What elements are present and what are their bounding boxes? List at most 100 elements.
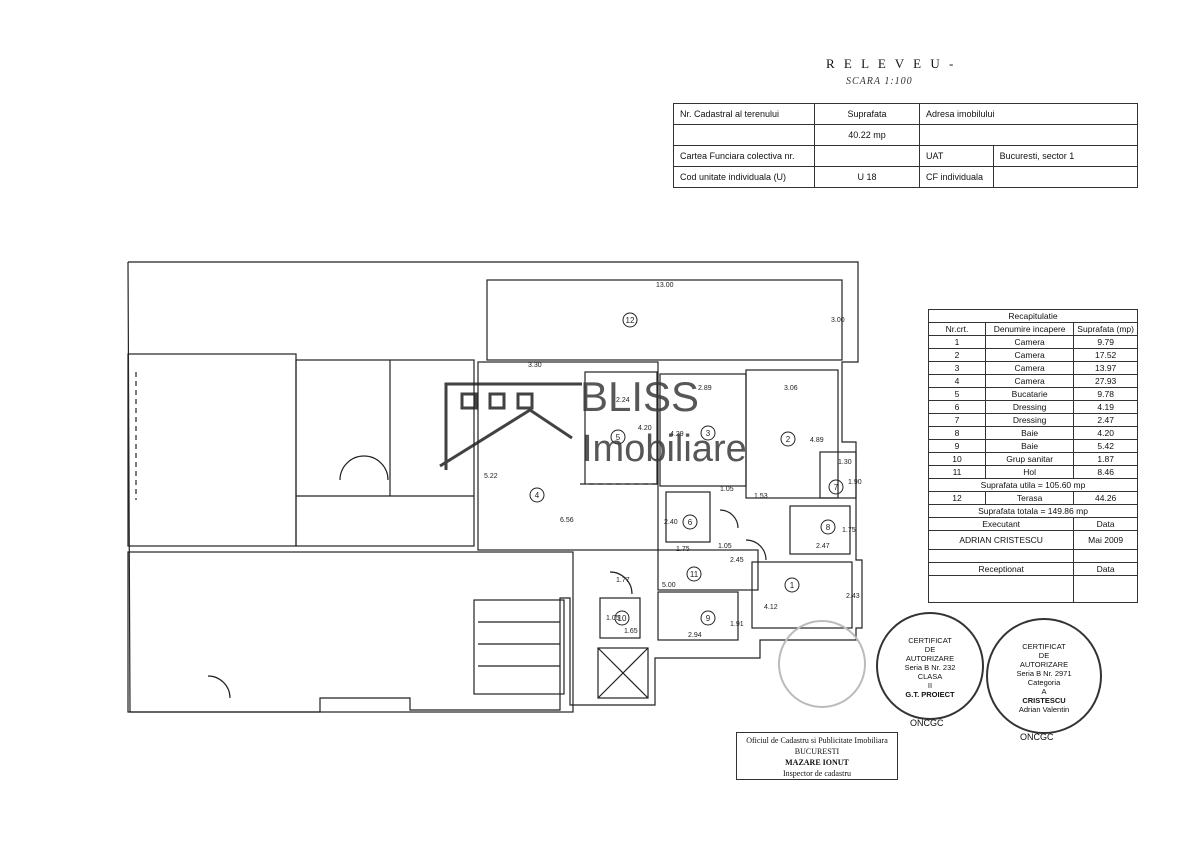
elevator-shaft: [597, 647, 649, 699]
receptionat-value: [927, 575, 1075, 603]
room-area: 4.20: [1073, 426, 1138, 440]
dim-label: 1.75: [676, 546, 690, 553]
room-marker-4: 4: [529, 487, 545, 503]
door-arc: [207, 675, 231, 699]
dim-label: 1.65: [624, 628, 638, 635]
logo-sub: Imobiliare: [582, 428, 747, 470]
seal-line: Categoria: [1027, 678, 1061, 687]
dim-label: 1.53: [754, 493, 768, 500]
seal-line: AUTORIZARE: [905, 654, 955, 663]
wall: [665, 491, 711, 543]
seal-line: II: [927, 681, 933, 690]
recap-table: Recapitulatie Nr.crt. Denumire incapere …: [927, 309, 1138, 603]
cadastru-line2: BUCURESTI: [794, 747, 840, 756]
cf-individuala-label: CF individuala: [919, 166, 994, 188]
room-number: 3: [706, 429, 711, 438]
wall: [819, 451, 857, 499]
door-arc: [745, 539, 767, 561]
wall: [127, 551, 574, 713]
room-number: 6: [688, 518, 693, 527]
wall: [657, 591, 739, 641]
dim-label: 2.43: [846, 593, 860, 600]
document-title: R E L E V E U -: [826, 56, 957, 71]
seal-line: A: [1041, 687, 1047, 696]
dim-label: 1.91: [730, 621, 744, 628]
info-table: Nr. Cadastral al terenului Suprafata Adr…: [673, 103, 1139, 188]
room-number: 10: [618, 614, 627, 623]
cf-individuala-value: [992, 166, 1139, 188]
dim-label: 2.45: [730, 557, 744, 564]
room-marker-11: 11: [686, 566, 702, 582]
dim-label: 2.94: [688, 632, 702, 639]
dim-label: 1.05: [720, 486, 734, 493]
door-arc: [719, 509, 739, 529]
room-marker-5: 5: [610, 429, 626, 445]
cadastru-line4: Inspector de cadastru: [783, 769, 851, 778]
dim-label: 1.05: [606, 615, 620, 622]
wall: [751, 561, 853, 629]
dim-label: 1.75: [842, 527, 856, 534]
wall: [745, 369, 839, 499]
dim-label: 1.05: [718, 543, 732, 550]
dim-label: 1.77: [616, 577, 630, 584]
dim-label: 4.29: [670, 431, 684, 438]
room-marker-7: 7: [828, 479, 844, 495]
cadastru-line3: MAZARE IONUT: [785, 758, 849, 767]
room-number: 12: [626, 316, 635, 325]
dim-label: 3.06: [784, 385, 798, 392]
dim-label: 5.22: [484, 473, 498, 480]
seal-line: G.T. PROIECT: [905, 690, 955, 699]
cadastru-line1: Oficiul de Cadastru si Publicitate Imobi…: [746, 736, 888, 745]
wall: [657, 549, 759, 591]
wall: [789, 505, 851, 555]
building-outline: [127, 261, 863, 713]
room-marker-12: 12: [622, 312, 638, 328]
terrace-outline: [486, 279, 843, 361]
room-marker-9: 9: [700, 610, 716, 626]
room-number: 9: [706, 614, 711, 623]
room-marker-6: 6: [682, 514, 698, 530]
seal-bottom: ONCGC: [1020, 732, 1054, 742]
stair-block: [473, 599, 565, 695]
room-number: 7: [834, 483, 839, 492]
dim-label: 2.40: [664, 519, 678, 526]
seal-line: DE: [1038, 651, 1050, 660]
wall: [295, 359, 475, 547]
dim-label: 4.89: [810, 437, 824, 444]
door-arc: [339, 455, 389, 481]
dim-label: 4.12: [764, 604, 778, 611]
seal-line: DE: [924, 645, 936, 654]
scale-label: SCARA 1:100: [846, 76, 913, 87]
wall: [477, 361, 659, 551]
seal-line: Adrian Valentin: [1018, 705, 1070, 714]
cadastru-stamp: Oficiul de Cadastru si Publicitate Imobi…: [736, 732, 898, 780]
dim-label: 6.56: [560, 517, 574, 524]
dim-label: 3.00: [831, 317, 845, 324]
dim-label: 4.20: [638, 425, 652, 432]
room-marker-2: 2: [780, 431, 796, 447]
room-number: 5: [616, 433, 621, 442]
room-number: 4: [535, 491, 540, 500]
dim-label: 13.00: [656, 282, 674, 289]
dim-label: 2.47: [816, 543, 830, 550]
room-number: 11: [690, 570, 699, 579]
dim-label: 1.30: [838, 459, 852, 466]
seal-line: AUTORIZARE: [1019, 660, 1069, 669]
room-marker-8: 8: [820, 519, 836, 535]
room-number: 2: [786, 435, 791, 444]
elevator-cross: [597, 647, 649, 699]
faded-stamp: [778, 620, 866, 708]
seal-gt-proiect: CERTIFICAT DE AUTORIZARE Seria B Nr. 232…: [876, 612, 984, 720]
dim-label: 2.89: [698, 385, 712, 392]
seal-line: CERTIFICAT: [1022, 642, 1066, 651]
room-marker-10: 10: [614, 610, 630, 626]
dim-label: 1.90: [848, 479, 862, 486]
receptionat-date: [1073, 575, 1138, 603]
